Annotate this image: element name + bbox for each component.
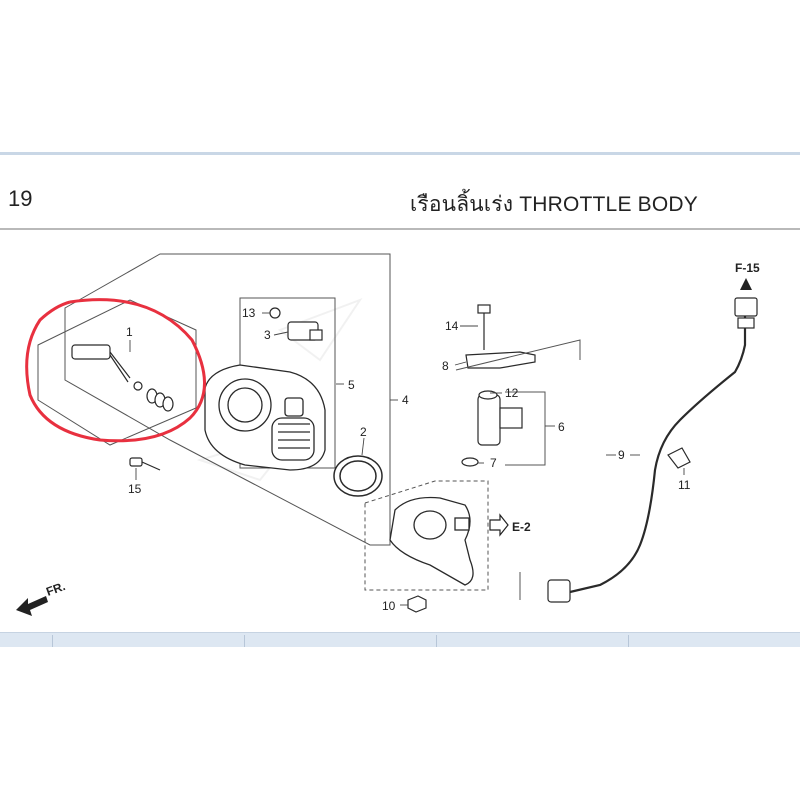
connector-f15-part: [734, 297, 758, 329]
callout-3: 3: [264, 328, 271, 342]
nut-10-part: [407, 595, 427, 613]
connector-end-part: [547, 579, 571, 603]
sensor-connector-part: [269, 307, 323, 341]
idle-screw-part: [71, 344, 174, 412]
callout-1: 1: [126, 325, 133, 339]
intake-joint-part: [389, 496, 474, 586]
callout-6: 6: [558, 420, 565, 434]
callout-13: 13: [242, 306, 256, 320]
front-arrow-icon: [16, 596, 48, 616]
assembly-frame-1: [37, 299, 197, 446]
ref-f15-arrow-icon: [740, 278, 752, 290]
reference-f15: F-15: [735, 261, 760, 290]
wire-harness-part: [569, 300, 747, 594]
gasket-part: [333, 455, 383, 497]
top-divider: [0, 152, 800, 155]
throttle-body-main: [204, 364, 326, 471]
callout-15: 15: [128, 482, 142, 496]
frame-9: [519, 454, 616, 600]
callout-7: 7: [490, 456, 497, 470]
bolt-15-part: [129, 457, 161, 471]
footer-separator: [628, 635, 629, 647]
injector-bracket-6: [505, 391, 546, 466]
callout-11: 11: [678, 478, 691, 492]
callout-8: 8: [442, 359, 449, 373]
callout-9: 9: [618, 448, 625, 462]
ref-e2-label: E-2: [512, 520, 531, 534]
clamp-11-part: [667, 447, 691, 469]
callout-12: 12: [505, 386, 519, 400]
ref-e2-arrow-icon: [489, 513, 509, 537]
injector-assembly-part: [461, 304, 536, 467]
page-number: 19: [8, 186, 33, 211]
callout-10: 10: [382, 599, 396, 613]
frame-joint: [364, 480, 489, 591]
frame-8: [455, 339, 581, 371]
leader-lines: [129, 312, 685, 606]
callout-4: 4: [402, 393, 409, 407]
assembly-frame-4: [64, 253, 391, 546]
reference-e2: E-2: [489, 513, 531, 537]
callout-5: 5: [348, 378, 355, 392]
footer-separator: [244, 635, 245, 647]
highlight-circle: [25, 298, 206, 443]
footer-separator: [52, 635, 53, 647]
callout-14: 14: [445, 319, 459, 333]
footer-band: [0, 632, 800, 647]
footer-separator: [436, 635, 437, 647]
ref-f15-label: F-15: [735, 261, 760, 275]
front-direction: FR.: [16, 579, 67, 616]
front-label: FR.: [44, 579, 67, 599]
title-divider: [0, 228, 800, 230]
callout-2: 2: [360, 425, 367, 439]
callout-labels: 1 13 3 5 4 2 15 14 8 12 6 7 9 11 10: [126, 306, 691, 613]
page-title: เรือนลิ้นเร่ง THROTTLE BODY: [410, 193, 698, 216]
